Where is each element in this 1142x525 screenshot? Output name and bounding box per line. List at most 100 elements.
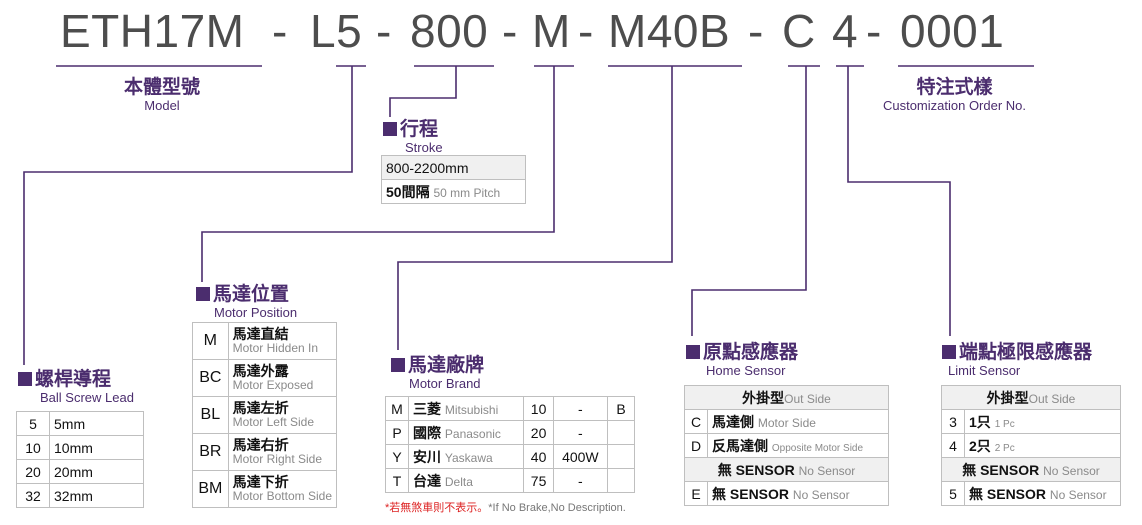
home-header: 外掛型Out Side	[684, 385, 889, 410]
home-subtitle: Home Sensor	[706, 363, 786, 378]
lead-value: 32mm	[49, 483, 144, 508]
brand-power: -	[552, 420, 609, 445]
pos-code: BM	[192, 470, 229, 508]
code-dash: -	[502, 5, 518, 57]
bullet-icon	[942, 345, 956, 359]
code-limit-sensor: 4	[832, 5, 859, 57]
lead-value: 5mm	[49, 411, 144, 436]
model-label: 本體型號 Model	[112, 72, 212, 113]
brand-power: -	[552, 396, 609, 421]
home-label: 原點感應器 Home Sensor	[686, 337, 798, 378]
code-dash: -	[748, 5, 764, 57]
limit-code: 3	[941, 409, 965, 434]
line-limit	[847, 66, 951, 336]
brand-brake	[607, 444, 635, 469]
lead-label: 螺桿導程 Ball Screw Lead	[18, 364, 134, 405]
code-lead: L5	[310, 5, 363, 57]
pos-code: M	[192, 322, 229, 360]
line-stroke	[389, 66, 457, 117]
limit-code: 5	[941, 481, 965, 506]
home-desc: 反馬達側 Opposite Motor Side	[707, 433, 889, 458]
home-title: 原點感應器	[703, 342, 799, 363]
motor-position-label: 馬達位置 Motor Position	[196, 279, 297, 320]
code-dash: -	[272, 5, 288, 57]
code-home-sensor: C	[782, 5, 816, 57]
limit-desc: 無 SENSOR No Sensor	[964, 481, 1121, 506]
lead-value: 10mm	[49, 435, 144, 460]
brand-watt: 75	[523, 468, 554, 493]
motor-position-subtitle: Motor Position	[214, 305, 298, 320]
brand-watt: 10	[523, 396, 554, 421]
brand-subtitle: Motor Brand	[409, 376, 481, 391]
model-subtitle: Model	[144, 98, 180, 113]
code-stroke: 800	[410, 5, 489, 57]
stroke-subtitle: Stroke	[405, 140, 443, 155]
custom-subtitle: Customization Order No.	[882, 98, 1027, 113]
brand-power: 400W	[552, 444, 609, 469]
custom-title: 特注式樣	[916, 77, 993, 98]
lead-value: 20mm	[49, 459, 144, 484]
lead-title: 螺桿導程	[35, 369, 112, 390]
model-title: 本體型號	[123, 77, 200, 98]
brand-code: T	[385, 468, 409, 493]
home-desc: 無 SENSOR No Sensor	[707, 481, 889, 506]
code-custom: 0001	[900, 5, 1005, 57]
code-dash: -	[866, 5, 882, 57]
pos-code: BL	[192, 396, 229, 434]
brand-note: *若無煞車則不表示。*If No Brake,No Description.	[385, 502, 626, 514]
brand-code: M	[385, 396, 409, 421]
brand-code: P	[385, 420, 409, 445]
brand-name: 國際 Panasonic	[407, 420, 525, 445]
home-none-header: 無 SENSOR No Sensor	[684, 457, 889, 482]
brand-code: Y	[385, 444, 409, 469]
brand-power: -	[552, 468, 609, 493]
brand-name: 台達 Delta	[407, 468, 525, 493]
bullet-icon	[18, 372, 32, 386]
lead-code: 20	[16, 459, 50, 484]
brand-brake	[607, 468, 635, 493]
custom-label: 特注式樣 Customization Order No.	[872, 72, 1037, 113]
stroke-table: 800-2200mm 50間隔 50 mm Pitch	[381, 155, 526, 204]
lead-code: 10	[16, 435, 50, 460]
stroke-label: 行程 Stroke	[383, 114, 443, 155]
lead-code: 32	[16, 483, 50, 508]
brand-name: 三菱 Mitsubishi	[407, 396, 525, 421]
bullet-icon	[383, 122, 397, 136]
bullet-icon	[391, 358, 405, 372]
limit-none-header: 無 SENSOR No Sensor	[941, 457, 1121, 482]
pos-code: BR	[192, 433, 229, 471]
code-dash: -	[376, 5, 392, 57]
limit-subtitle: Limit Sensor	[948, 363, 1021, 378]
code-dash: -	[578, 5, 594, 57]
home-code: E	[684, 481, 708, 506]
limit-desc: 2只 2 Pc	[964, 433, 1121, 458]
stroke-pitch: 50間隔 50 mm Pitch	[381, 179, 526, 204]
line-brand	[397, 66, 673, 350]
code-motor-position: M	[532, 5, 571, 57]
lead-subtitle: Ball Screw Lead	[40, 390, 134, 405]
stroke-range: 800-2200mm	[381, 155, 526, 180]
lead-code: 5	[16, 411, 50, 436]
line-home	[691, 66, 807, 336]
brand-watt: 40	[523, 444, 554, 469]
limit-title: 端點極限感應器	[959, 342, 1093, 363]
motor-position-title: 馬達位置	[213, 284, 290, 305]
bullet-icon	[196, 287, 210, 301]
limit-header: 外掛型Out Side	[941, 385, 1121, 410]
line-lead	[23, 66, 353, 365]
code-motor-brand: M40B	[608, 5, 731, 57]
pos-code: BC	[192, 359, 229, 397]
limit-code: 4	[941, 433, 965, 458]
brand-label: 馬達廠牌 Motor Brand	[391, 350, 484, 391]
code-model: ETH17M	[60, 5, 245, 57]
